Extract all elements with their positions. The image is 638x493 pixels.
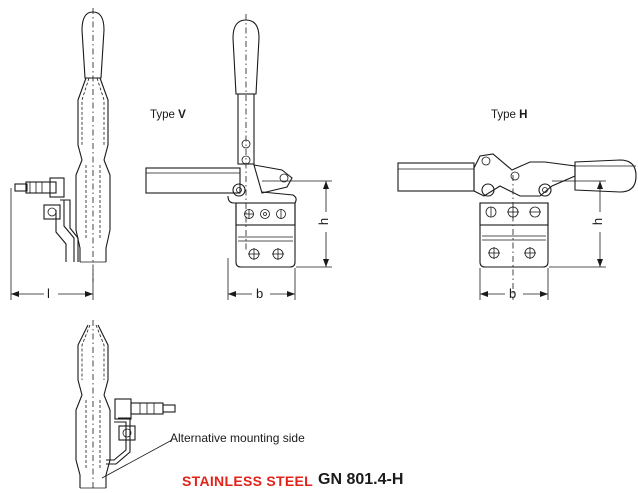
dimension-h-v-label: h [316,217,332,226]
type-v-letter: V [178,109,186,121]
dimension-l-label: l [47,286,50,301]
type-h-letter: H [519,109,528,121]
alternative-mounting-view [75,320,176,490]
dimension-b-v [227,258,296,300]
type-h-label: Type H [491,109,527,121]
type-h-prefix: Type [491,109,520,121]
type-v-clamp [145,14,297,268]
dimension-b-h [479,268,549,300]
dimension-h-h [549,180,606,268]
dimension-b-v-label: b [256,286,264,301]
alternative-mounting-note: Alternative mounting side [170,431,305,445]
dimension-l [10,188,94,300]
dimension-h-h-label: h [590,217,606,226]
type-h-clamp [397,153,637,300]
part-number: GN 801.4-H [318,471,404,488]
dimension-b-h-label: b [509,286,517,301]
type-v-prefix: Type [150,109,179,121]
dimension-h-v [262,180,332,268]
side-view-clamp [14,8,111,282]
type-v-label: Type V [150,109,186,121]
material-label: STAINLESS STEEL [182,473,314,489]
